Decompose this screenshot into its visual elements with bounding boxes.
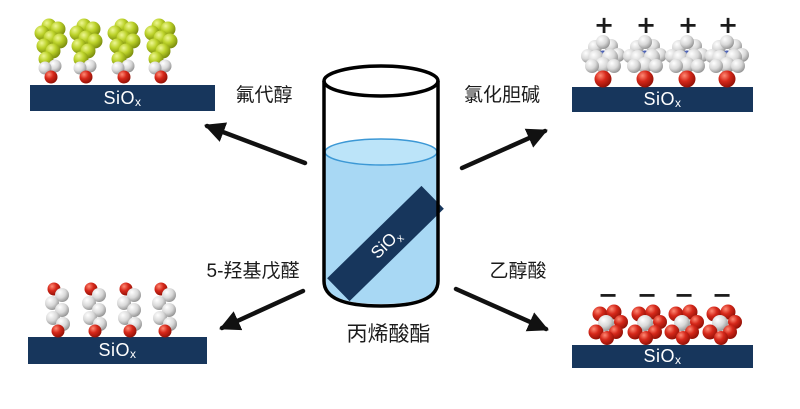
- molecules-choline: + + + +: [581, 11, 749, 88]
- negative-charge-symbol: −: [674, 281, 694, 309]
- molecule-glycolic: [627, 304, 667, 345]
- beaker-rim: [322, 64, 440, 98]
- molecule-pentanal: [117, 282, 142, 338]
- substrate-label-top-right: SiOx: [643, 89, 682, 110]
- positive-charge-symbol: +: [636, 11, 656, 39]
- molecule-pentanal: [152, 282, 177, 338]
- molecule-glycolic: [664, 304, 704, 345]
- slab-rect: [327, 185, 444, 302]
- positive-charge-symbol: +: [594, 11, 614, 39]
- substrate-label-bottom-right: SiOx: [643, 346, 682, 367]
- label-choline-chloride: 氯化胆碱: [463, 85, 540, 106]
- beaker: SiOx: [322, 64, 444, 308]
- molecule-glycolic: [588, 304, 628, 345]
- liquid-surface: [324, 138, 438, 166]
- substrate-label-bottom-left: SiOx: [98, 340, 137, 361]
- substrate-bar-bottom-right: [572, 345, 753, 368]
- label-hydroxypentanal: 5-羟基戊醛: [206, 261, 300, 282]
- molecule-pentanal: [45, 282, 70, 338]
- molecule-pentanal: [82, 282, 107, 338]
- positive-charge-symbol: +: [718, 11, 738, 39]
- molecule-fluoro: [34, 18, 68, 84]
- molecules-hydroxypentanal: [45, 282, 177, 338]
- negative-charge-symbol: −: [637, 281, 657, 309]
- label-fluoro-alcohol: 氟代醇: [235, 85, 293, 106]
- molecule-choline: [665, 35, 709, 88]
- molecule-choline: [623, 35, 667, 88]
- negative-charge-symbol: −: [598, 281, 618, 309]
- substrate-bar-bottom-left: [28, 337, 207, 364]
- molecule-choline: [581, 35, 625, 88]
- substrate-bar-top-left: [30, 85, 215, 111]
- substrate-bar-top-right: [572, 87, 753, 112]
- arrow-bottom-right: [453, 286, 549, 332]
- label-glycolic-acid: 乙醇酸: [489, 261, 547, 282]
- substrate-label-top-left: SiOx: [103, 88, 142, 109]
- molecules-glycolic-acid: − − − −: [588, 281, 742, 345]
- molecules-fluoro-alcohol: [34, 18, 178, 84]
- negative-charge-symbol: −: [712, 281, 732, 309]
- molecule-choline: [705, 35, 749, 88]
- arrow-top-left: [204, 122, 308, 166]
- arrow-top-right: [459, 128, 548, 171]
- arrow-bottom-left: [219, 288, 306, 331]
- beaker-wall: [322, 81, 440, 308]
- molecule-fluoro: [69, 18, 103, 84]
- molecule-glycolic: [702, 304, 742, 345]
- positive-charge-symbol: +: [678, 11, 698, 39]
- label-acrylate-caption: 丙烯酸酯: [346, 323, 431, 346]
- molecule-fluoro: [144, 18, 178, 84]
- molecule-fluoro: [107, 18, 141, 84]
